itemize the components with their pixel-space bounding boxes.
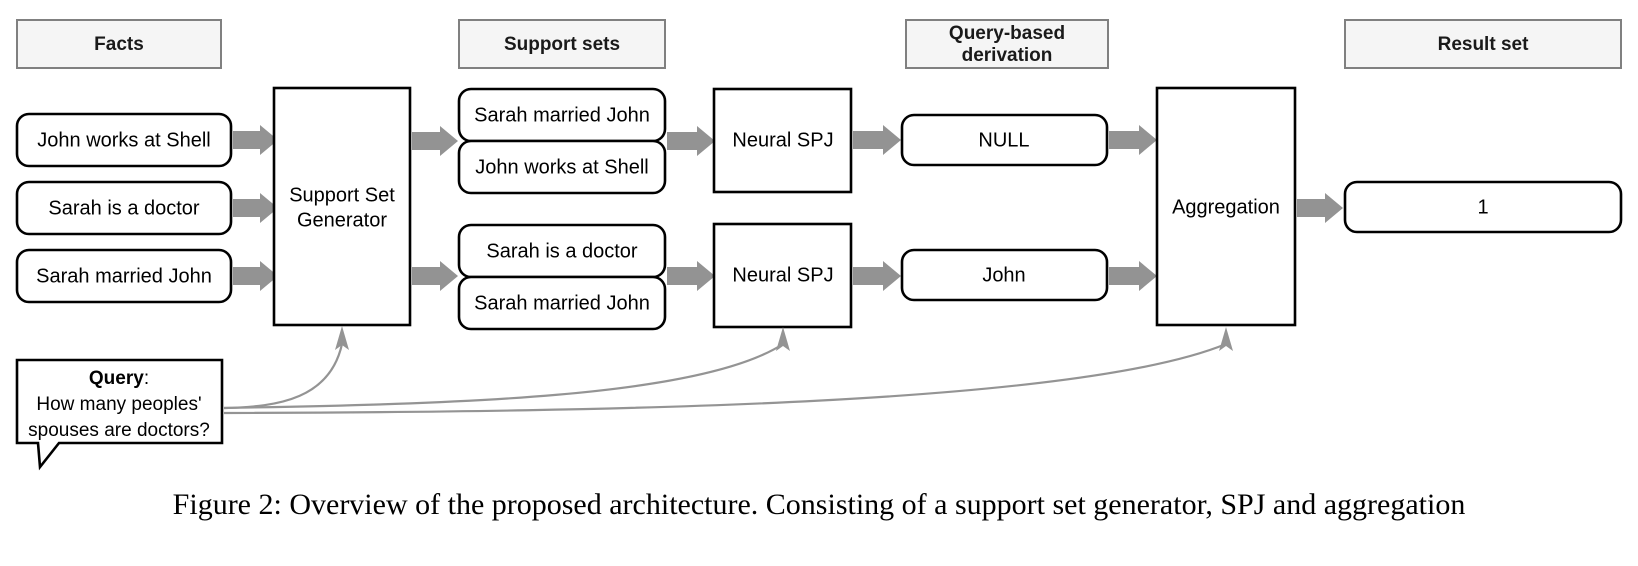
arrow-aggregation-to-result	[1297, 193, 1343, 223]
column-header-query-based-derivation-label-line2: derivation	[962, 45, 1053, 66]
neural-spj-1-label: Neural SPJ	[732, 129, 833, 151]
fact-node-3-label: Sarah married John	[36, 265, 212, 287]
support-set-generator-label-line1: Support Set	[289, 184, 395, 206]
aggregation-node: Aggregation	[1155, 86, 1297, 327]
support-set-2-fact-2-box	[457, 275, 667, 331]
query-connector-to-spj-line	[223, 343, 784, 410]
fact-node-1: John works at Shell	[15, 112, 233, 168]
query-connector-to-spj	[223, 327, 790, 410]
derivation-2-box	[900, 248, 1109, 302]
query-connector-to-generator-arrowhead	[335, 326, 349, 350]
arrow-spj-1-to-derivation-1	[853, 125, 901, 155]
query-connector-to-aggregation	[223, 327, 1233, 415]
support-set-1: Sarah married John John works at Shell	[457, 87, 667, 195]
query-callout: Query: How many peoples' spouses are doc…	[15, 358, 224, 471]
column-header-query-based-derivation-box	[905, 19, 1109, 69]
column-header-facts: Facts	[16, 19, 222, 69]
architecture-diagram: Facts Support sets Query-based derivatio…	[15, 19, 1623, 471]
query-connector-to-aggregation-line	[223, 342, 1227, 415]
neural-spj-1-box	[712, 87, 853, 194]
arrow-generator-to-support-set-1	[412, 126, 458, 156]
arrow-fact-2-to-generator	[233, 193, 278, 223]
figure-caption: Figure 2: Overview of the proposed archi…	[172, 488, 1466, 521]
neural-spj-1: Neural SPJ	[712, 87, 853, 194]
query-callout-line2: spouses are doctors?	[28, 420, 210, 441]
column-header-result-set-label: Result set	[1438, 34, 1529, 55]
result-node: 1	[1343, 180, 1623, 234]
derivation-1-label: NULL	[978, 129, 1029, 151]
column-header-query-based-derivation-label-line1: Query-based	[949, 23, 1065, 44]
support-set-2-fact-1-label: Sarah is a doctor	[486, 240, 638, 262]
column-header-result-set-box	[1344, 19, 1622, 69]
neural-spj-2-label: Neural SPJ	[732, 264, 833, 286]
arrow-fact-3-to-generator	[233, 261, 278, 291]
fact-node-2-box	[15, 180, 233, 236]
arrow-support-set-1-to-spj-1	[667, 126, 715, 156]
column-header-query-based-derivation: Query-based derivation	[905, 19, 1109, 69]
derivation-1: NULL	[900, 113, 1109, 167]
neural-spj-2-box	[712, 222, 853, 329]
query-connector-to-generator-line	[223, 343, 344, 410]
arrow-derivation-2-to-aggregation	[1109, 261, 1157, 291]
fact-node-2-label: Sarah is a doctor	[48, 197, 200, 219]
derivation-2-label: John	[982, 264, 1025, 286]
column-header-support-sets-box	[458, 19, 666, 69]
fact-node-3-box	[15, 248, 233, 304]
column-header-facts-box	[16, 19, 222, 69]
column-header-support-sets: Support sets	[458, 19, 666, 69]
query-connector-to-aggregation-arrowhead	[1219, 327, 1233, 351]
query-callout-line1: How many peoples'	[36, 394, 201, 415]
column-header-support-sets-label: Support sets	[504, 34, 620, 55]
support-set-1-fact-1-label: Sarah married John	[474, 104, 650, 126]
support-set-1-fact-2-box	[457, 139, 667, 195]
support-set-2-fact-2-label: Sarah married John	[474, 292, 650, 314]
aggregation-box	[1155, 86, 1297, 327]
query-callout-title-colon: :	[144, 368, 149, 389]
arrow-derivation-1-to-aggregation	[1109, 125, 1157, 155]
support-set-2: Sarah is a doctor Sarah married John	[457, 223, 667, 331]
arrow-spj-2-to-derivation-2	[853, 261, 901, 291]
result-label: 1	[1477, 196, 1488, 218]
support-set-generator-label-line2: Generator	[297, 209, 387, 231]
query-connector-to-generator	[223, 326, 349, 410]
result-box	[1343, 180, 1623, 234]
query-callout-shape	[15, 358, 224, 471]
support-set-generator-box	[272, 86, 412, 327]
fact-node-1-box	[15, 112, 233, 168]
fact-node-3: Sarah married John	[15, 248, 233, 304]
arrow-support-set-2-to-spj-2	[667, 261, 715, 291]
query-callout-title: Query:	[89, 368, 149, 389]
fact-node-2: Sarah is a doctor	[15, 180, 233, 236]
column-header-result-set: Result set	[1344, 19, 1622, 69]
derivation-2: John	[900, 248, 1109, 302]
query-callout-title-label: Query	[89, 368, 144, 389]
arrow-generator-to-support-set-2	[412, 261, 458, 291]
support-set-generator-node: Support Set Generator	[272, 86, 412, 327]
arrow-fact-1-to-generator	[233, 125, 278, 155]
query-connector-to-spj-arrowhead	[776, 327, 790, 351]
fact-node-1-label: John works at Shell	[37, 129, 210, 151]
neural-spj-2: Neural SPJ	[712, 222, 853, 329]
aggregation-label: Aggregation	[1172, 196, 1280, 218]
column-header-facts-label: Facts	[94, 34, 144, 55]
support-set-1-fact-2-label: John works at Shell	[475, 156, 648, 178]
derivation-1-box	[900, 113, 1109, 167]
